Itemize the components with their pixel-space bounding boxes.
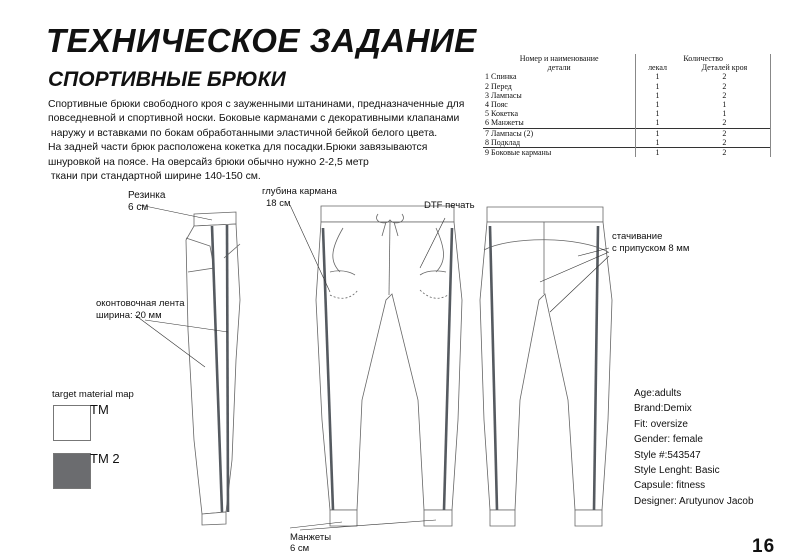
description-line: шнуровкой на поясе. На оверсайз брюки об… [48,156,369,168]
cuffs-text: Манжеты [290,532,332,543]
cell-patterns: 1 [635,90,679,100]
cell-name: 7 Лампасы (2) [483,127,636,138]
cell-patterns: 1 [635,127,679,138]
material-swatch-tm [53,405,91,441]
page-title: ТЕХНИЧЕСКОЕ ЗАДАНИЕ [46,22,477,59]
header-qty: Количество [635,54,771,64]
header-patterns: лекал [635,63,679,73]
info-fit: Fit: oversize [634,418,688,430]
header-name-2: детали [547,63,571,73]
info-gender: Gender: female [634,434,703,446]
material-swatch-tm2 [53,453,91,489]
cell-cut: 2 [678,127,771,138]
parts-table: Номер и наименование Количество детали л… [483,54,771,158]
header-name: Номер и наименование [519,54,599,64]
cell-cut: 2 [678,90,771,100]
description-line: повседневной и спортивной носки. Боковые… [48,113,460,125]
cell-cut: 2 [678,118,771,128]
cell-patterns: 1 [635,99,679,110]
cell-name: 1 Спинка [485,72,517,82]
info-style-number: Style #:543547 [634,449,701,461]
pocket-depth-text: глубина кармана [262,186,337,197]
cell-name: 8 Подклад [485,137,521,147]
cuffs-size: 6 см [290,543,310,554]
cell-patterns: 1 [635,72,679,82]
info-style-length: Style Lenght: Basic [634,465,720,477]
leader-lines [134,204,610,531]
cell-name: 2 Перед [485,81,512,91]
tape-width: ширина: 20 мм [96,310,162,321]
description: Спортивные брюки свободного кроя с зауже… [48,98,464,184]
cell-cut: 2 [678,81,771,91]
stitching-label: стачивание с припуском 8 мм [612,231,689,255]
cell-patterns: 1 [635,81,679,91]
cell-patterns: 1 [635,109,679,119]
header-cut: Деталей кроя [678,63,771,73]
cell-cut: 1 [678,109,771,119]
cell-cut: 2 [678,72,771,82]
cuffs-label: Манжеты 6 см [290,532,331,554]
material-map-title: target material map [52,389,134,400]
cell-cut: 1 [678,99,771,110]
description-line: наружу и вставками по бокам обработанным… [48,127,438,139]
cell-name: 5 Кокетка [485,109,518,119]
tape-label: оконтовочная лента ширина: 20 мм [96,298,184,322]
info-designer: Designer: Arutyunov Jacob [634,495,754,507]
cell-name: 9 Боковые карманы [483,146,636,158]
page-subtitle: СПОРТИВНЫЕ БРЮКИ [48,68,286,91]
material-label-tm2: TM 2 [90,451,120,466]
description-line: Спортивные брюки свободного кроя с зауже… [48,99,465,110]
back-view-pants [479,206,613,527]
pocket-depth-label: глубина кармана 18 см [262,186,337,210]
style-info: Age:adults Brand:Demix Fit: oversize Gen… [634,386,754,509]
cell-name: 4 Пояс [485,100,508,110]
info-capsule: Capsule: fitness [634,480,706,492]
elastic-size: 6 см [128,202,149,213]
cell-cut: 2 [678,146,771,158]
cell-patterns: 1 [635,118,679,128]
stitching-text: стачивание [612,231,663,242]
material-label-tm: TM [90,402,109,417]
elastic-label: Резинка 6 см [128,190,165,214]
cell-name: 3 Лампасы [485,90,522,100]
info-brand: Brand:Demix [634,403,692,415]
pocket-depth-size: 18 см [266,198,291,209]
page-number: 16 [752,536,776,557]
description-line: ткани при стандартной ширине 140-150 см. [48,171,261,183]
description-line: На задней части брюк расположена кокетка… [48,142,428,154]
front-view-pants [315,205,463,527]
stitching-allowance: с припуском 8 мм [612,243,690,254]
print-label: DTF печать [424,200,475,211]
cell-name: 6 Манжеты [485,118,524,128]
cell-patterns: 1 [635,137,679,148]
tape-text: оконтовочная лента [96,298,185,309]
elastic-label-line: Резинка [128,190,166,201]
side-view-pants [185,211,241,526]
cell-cut: 2 [678,137,771,148]
cell-patterns: 1 [635,146,679,158]
info-age: Age:adults [634,388,682,399]
